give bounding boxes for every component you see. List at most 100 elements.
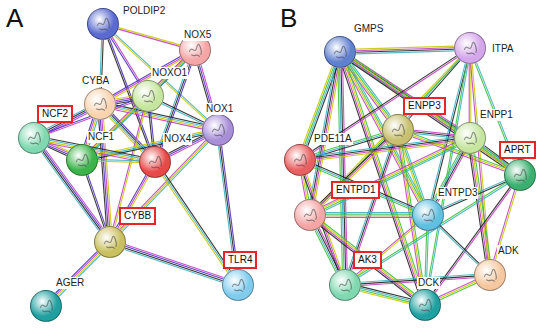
- evidence-strand: [326, 217, 412, 218]
- evidence-strand: [360, 291, 409, 303]
- evidence-strand: [473, 154, 488, 259]
- interaction-edge: [326, 213, 412, 218]
- evidence-strand: [316, 230, 337, 271]
- evidence-strand: [314, 58, 457, 152]
- gene-label: AK3: [353, 251, 382, 269]
- panel-letter: B: [280, 4, 297, 32]
- gene-label: NOX4: [163, 133, 192, 145]
- evidence-strand: [125, 246, 223, 279]
- gene-label: NOX5: [183, 29, 212, 41]
- protein-node: NOXO1: [132, 80, 164, 112]
- evidence-strand: [315, 165, 414, 207]
- evidence-strand: [125, 248, 223, 281]
- evidence-strand: [98, 160, 139, 161]
- structure-stroke: [334, 46, 346, 58]
- structure-stroke: [392, 124, 404, 136]
- interaction-edge: [356, 46, 454, 54]
- structure-stroke: [464, 42, 476, 54]
- structure-glyph: [455, 123, 485, 153]
- evidence-strand: [472, 154, 487, 259]
- gene-label: POLDIP2: [122, 5, 166, 17]
- structure-stroke: [294, 154, 306, 166]
- structure-stroke: [419, 299, 431, 311]
- gene-label: ENTPD3: [437, 187, 478, 199]
- gene-label: CYBA: [81, 75, 110, 87]
- structure-stroke: [149, 156, 161, 168]
- gene-label: NOX1: [205, 103, 234, 115]
- structure-stroke: [484, 269, 496, 281]
- gene-label: DCK: [417, 277, 440, 289]
- gene-label: NCF2: [37, 105, 73, 123]
- structure-stroke: [464, 132, 476, 144]
- gene-label: APRT: [499, 141, 536, 159]
- protein-node: GMPS: [324, 36, 356, 68]
- structure-glyph: [203, 115, 233, 145]
- protein-node: TLR4: [222, 269, 254, 301]
- evidence-strand: [124, 249, 222, 282]
- interaction-edge: [314, 165, 414, 210]
- interaction-edge: [118, 28, 180, 47]
- structure-stroke: [304, 209, 316, 221]
- evidence-strand: [439, 280, 475, 297]
- evidence-strand: [439, 227, 478, 265]
- evidence-strand: [326, 212, 412, 213]
- evidence-strand: [318, 229, 339, 270]
- interaction-edge: [163, 174, 231, 272]
- structure-glyph: [31, 291, 61, 321]
- structure-glyph: [383, 115, 413, 145]
- structure-glyph: [325, 37, 355, 67]
- protein-node: ITPA: [454, 32, 486, 64]
- evidence-strand: [414, 133, 454, 137]
- interaction-edge: [470, 154, 490, 260]
- evidence-strand: [59, 255, 100, 296]
- evidence-strand: [352, 146, 395, 271]
- structure-stroke: [40, 300, 52, 312]
- protein-node: ENPP3: [382, 114, 414, 146]
- evidence-strand: [164, 175, 229, 271]
- evidence-strand: [88, 175, 106, 227]
- structure-stroke: [104, 236, 116, 248]
- gene-label: CYBB: [119, 207, 156, 225]
- interaction-edge: [48, 143, 69, 156]
- interaction-edge: [162, 102, 204, 123]
- evidence-strand: [86, 175, 104, 227]
- protein-node: NOX5: [179, 34, 211, 66]
- evidence-strand: [440, 282, 476, 299]
- evidence-strand: [361, 287, 410, 299]
- evidence-strand: [314, 168, 413, 210]
- protein-node: NCF2: [18, 122, 50, 154]
- structure-stroke: [189, 44, 201, 56]
- structure-glyph: [410, 290, 440, 320]
- evidence-strand: [149, 112, 153, 146]
- structure-stroke: [514, 169, 526, 181]
- structure-glyph: [285, 145, 315, 175]
- interaction-edge: [313, 56, 457, 152]
- evidence-strand: [119, 28, 180, 45]
- structure-glyph: [455, 33, 485, 63]
- structure-stroke: [28, 132, 40, 144]
- structure-stroke: [422, 209, 434, 221]
- gene-label: ADK: [497, 245, 520, 257]
- structure-glyph: [88, 9, 118, 39]
- gene-label: NCF1: [87, 131, 115, 143]
- gene-label: ENPP3: [403, 97, 446, 115]
- interaction-edge: [115, 96, 132, 103]
- structure-glyph: [140, 147, 170, 177]
- evidence-strand: [324, 144, 455, 207]
- interaction-edge: [149, 112, 154, 146]
- evidence-strand: [116, 105, 203, 124]
- evidence-strand: [56, 252, 97, 293]
- gene-label: PDE11A: [313, 133, 353, 145]
- gene-label: TLR4: [223, 251, 257, 269]
- structure-stroke: [94, 98, 106, 110]
- evidence-strand: [116, 108, 203, 127]
- evidence-strand: [360, 290, 409, 302]
- gene-label: AGER: [55, 277, 85, 289]
- protein-node: ENTPD1: [294, 199, 326, 231]
- evidence-strand: [163, 176, 228, 272]
- structure-glyph: [475, 260, 505, 290]
- interaction-edge: [402, 145, 424, 201]
- structure-glyph: [19, 123, 49, 153]
- evidence-strand: [58, 254, 99, 295]
